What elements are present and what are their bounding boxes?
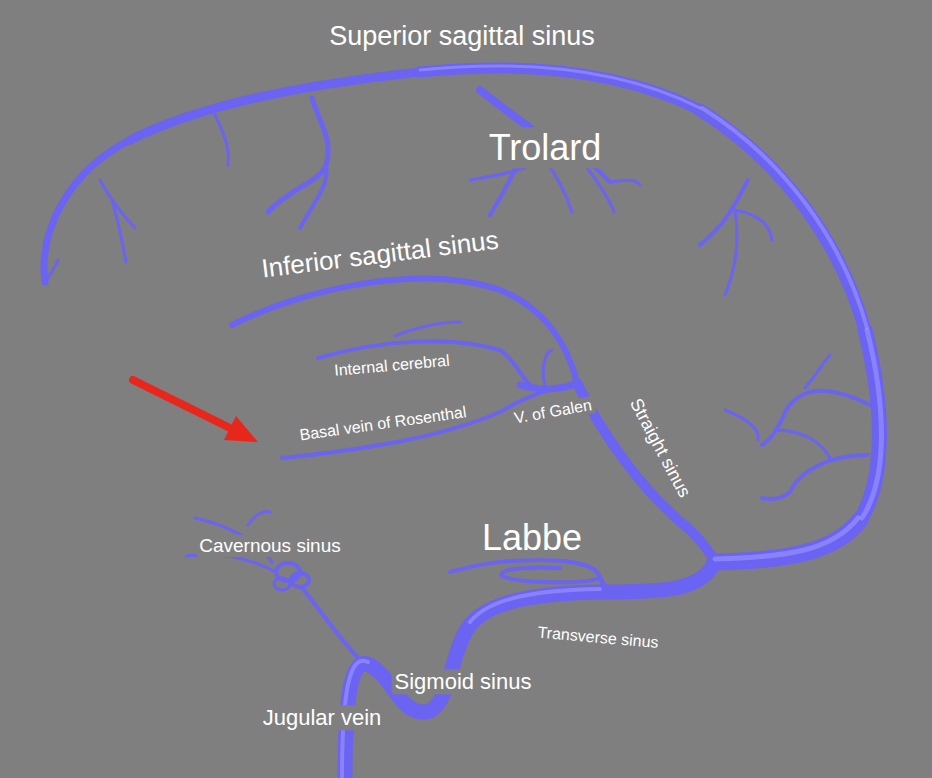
- vein-group: [44, 68, 879, 778]
- structure-label: Labbe: [479, 517, 585, 558]
- pointer-arrow: [133, 380, 258, 442]
- structure-label: Sigmoid sinus: [392, 669, 535, 694]
- structure-label: Basal vein of Rosenthal: [296, 403, 471, 445]
- structure-label: Internal cerebral: [331, 352, 454, 381]
- structure-label: Superior sagittal sinus: [326, 21, 598, 52]
- structure-label: Trolard: [486, 127, 605, 168]
- structure-label: Straight sinus: [624, 392, 696, 503]
- structure-label: Jugular vein: [260, 705, 385, 730]
- structure-label: Inferior sagittal sinus: [257, 225, 503, 284]
- structure-label: Cavernous sinus: [196, 535, 344, 557]
- structure-label: Transverse sinus: [534, 623, 662, 652]
- structure-label: V. of Galen: [510, 396, 596, 429]
